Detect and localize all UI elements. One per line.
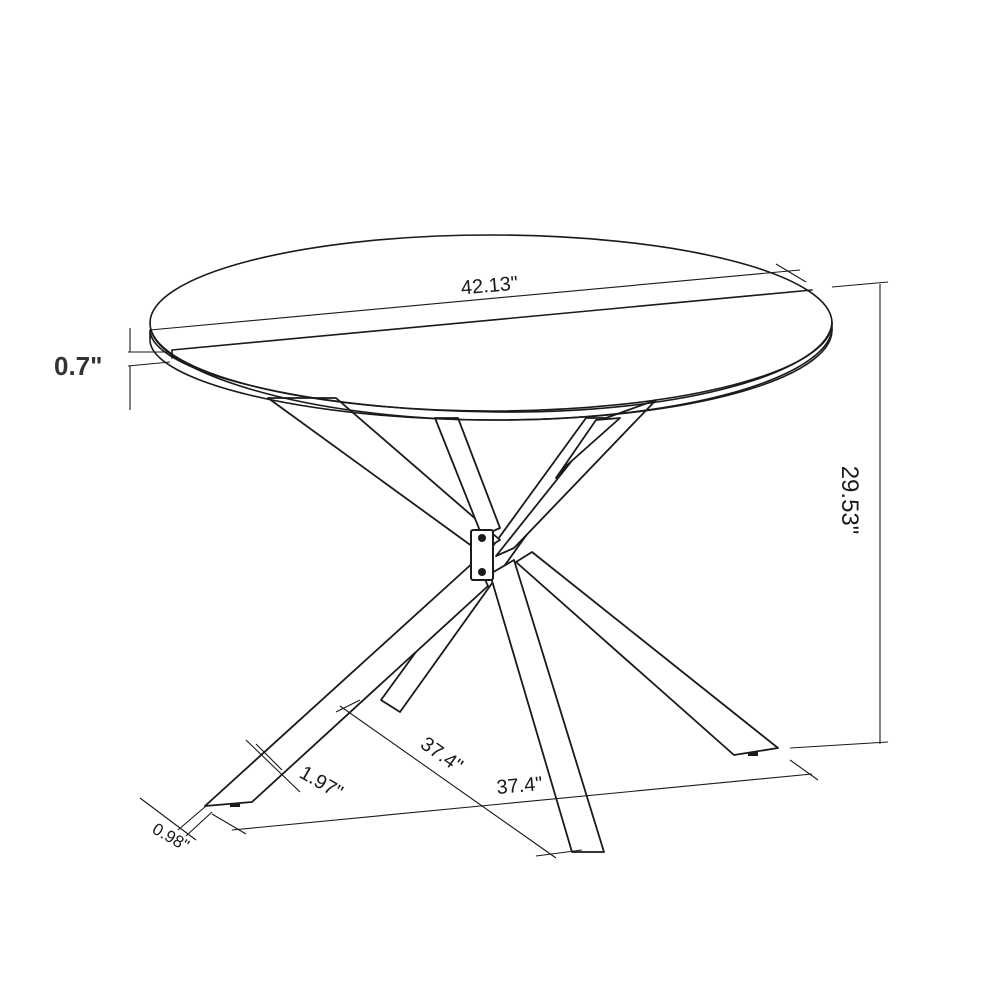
leg-front-center (489, 559, 605, 853)
leg-upper-right-inner (555, 417, 621, 479)
center-bracket-plate (470, 529, 494, 581)
dim-thickness-label: 0.7" (54, 351, 102, 381)
table-base (204, 397, 779, 853)
dim-leg-thickness-label: 0.98" (149, 819, 192, 855)
dim-diameter-label: 42.13" (460, 273, 519, 300)
dim-height-label: 29.53" (836, 466, 863, 535)
foot-pad-left (230, 803, 240, 807)
foot-pad-right (748, 752, 758, 756)
leg-upper-right (495, 399, 657, 557)
dim-base-width: 37.4" (211, 759, 819, 835)
dim-diameter: 42.13" (149, 263, 807, 331)
tabletop (149, 234, 833, 421)
dim-base-depth-label: 37.4" (416, 733, 466, 777)
leg-front-right (515, 551, 779, 756)
bolt-bottom-icon (478, 568, 486, 576)
bolt-top-icon (478, 534, 486, 542)
leg-center-back (434, 417, 501, 537)
tabletop-seam (171, 289, 813, 351)
tabletop-rim (150, 329, 833, 421)
dim-thickness: 0.7" (54, 328, 171, 410)
dim-base-width-label: 37.4" (496, 773, 544, 799)
dim-leg-width-label: 1.97" (296, 762, 347, 804)
dim-leg-thickness: 0.98" (139, 797, 213, 855)
tabletop-edge (149, 321, 833, 421)
tabletop-surface (149, 234, 833, 412)
dim-height: 29.53" (789, 281, 889, 749)
